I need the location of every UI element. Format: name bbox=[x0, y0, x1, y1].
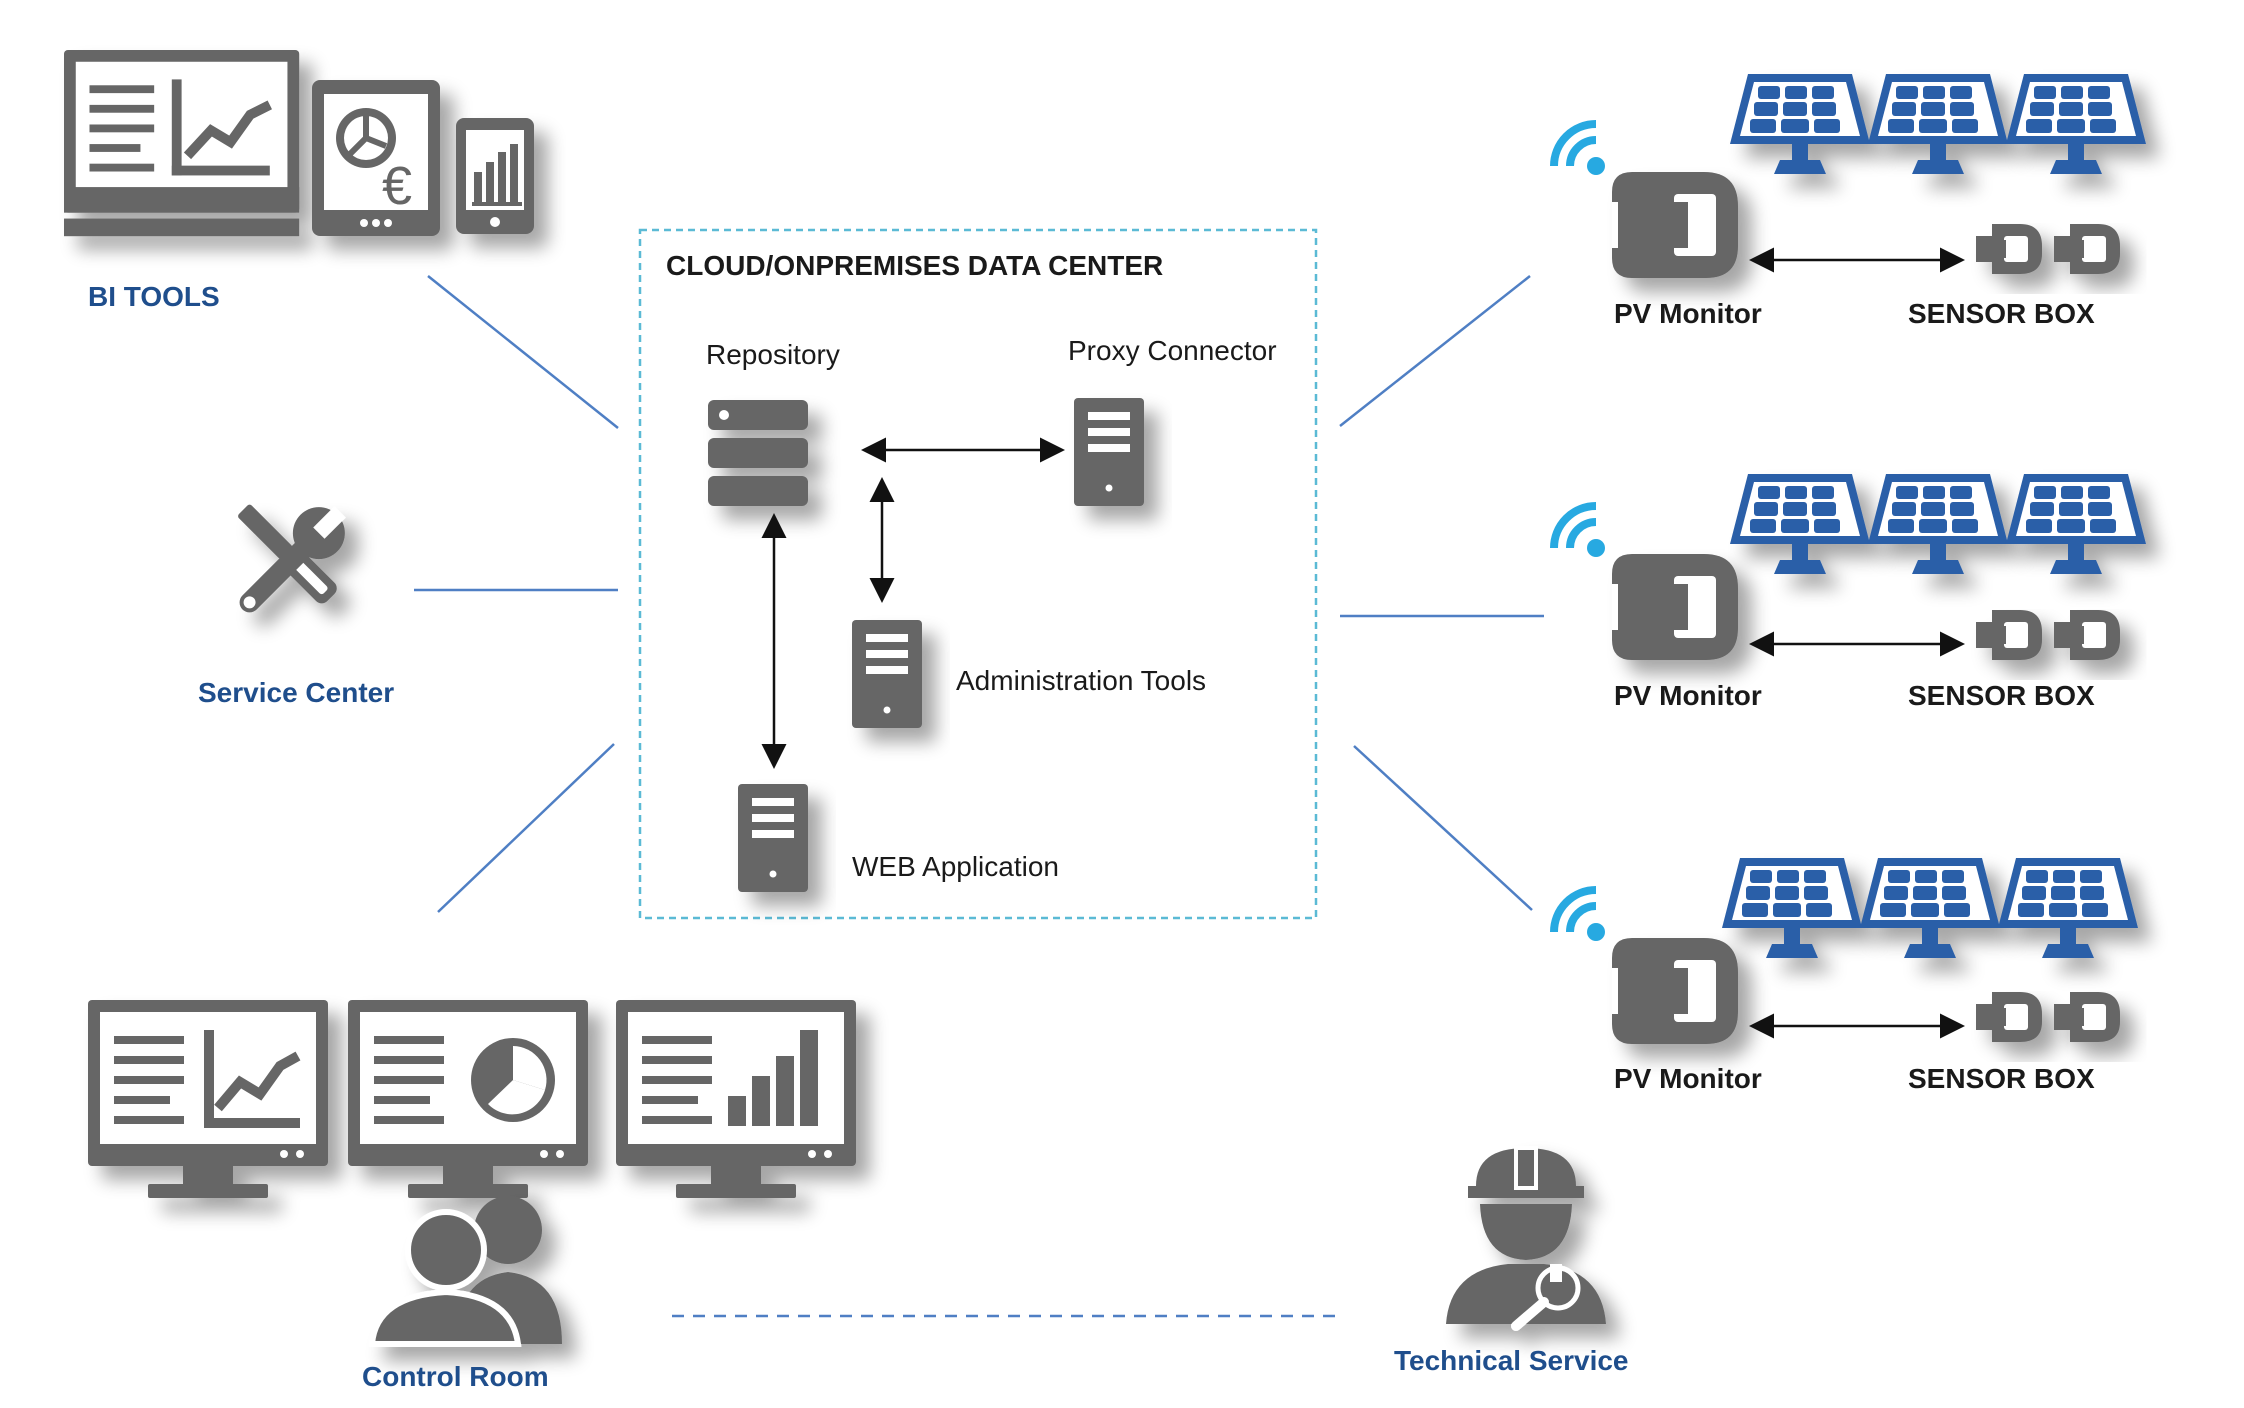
technical-service-label: Technical Service bbox=[1394, 1345, 1629, 1376]
solar-panel-icon bbox=[1730, 474, 1870, 574]
users-icon bbox=[368, 1196, 562, 1347]
technical-service-group: Technical Service bbox=[1394, 1146, 1629, 1376]
solar-panel-icon bbox=[1868, 474, 2008, 574]
web-server-icon bbox=[738, 784, 808, 892]
solar-panel-icon bbox=[1722, 858, 1862, 958]
svg-text:€: € bbox=[382, 156, 412, 216]
sensor-box-icon bbox=[1976, 610, 2042, 660]
service-center-label: Service Center bbox=[198, 677, 394, 708]
solar-panel-icon bbox=[1998, 858, 2138, 958]
sensor-box-icon bbox=[1976, 992, 2042, 1042]
pv-monitor-icon bbox=[1612, 554, 1738, 660]
pv-monitor-label: PV Monitor bbox=[1614, 298, 1762, 329]
tools-icon bbox=[238, 504, 346, 613]
pv-row-1: PV Monitor SENSOR BOX bbox=[1554, 74, 2146, 329]
administration-tools-label: Administration Tools bbox=[956, 665, 1206, 696]
sensor-box-icon bbox=[2054, 224, 2120, 274]
service-center-group: Service Center bbox=[198, 504, 394, 708]
admin-server-icon bbox=[852, 620, 922, 728]
sensor-box-label: SENSOR BOX bbox=[1908, 1063, 2095, 1094]
pv-monitor-icon bbox=[1612, 938, 1738, 1044]
sensor-box-icon bbox=[2054, 610, 2120, 660]
pv-monitor-label: PV Monitor bbox=[1614, 1063, 1762, 1094]
wrench-icon bbox=[1511, 1264, 1581, 1331]
connection-lines bbox=[414, 275, 1544, 913]
data-center-border bbox=[638, 228, 1318, 920]
pv-row-3: PV Monitor SENSOR BOX bbox=[1554, 858, 2138, 1094]
proxy-server-icon bbox=[1074, 398, 1144, 506]
link-pv-3 bbox=[1353, 745, 1533, 911]
bi-tools-group: € BI TOOLS bbox=[64, 50, 534, 312]
solar-panel-icon bbox=[1730, 74, 1870, 174]
monitor-bar-icon bbox=[616, 1000, 856, 1198]
monitor-pie-icon bbox=[348, 1000, 588, 1198]
pv-monitor-icon bbox=[1612, 172, 1738, 278]
sensor-box-label: SENSOR BOX bbox=[1908, 298, 2095, 329]
link-bi-tools bbox=[427, 275, 619, 429]
solar-panel-icon bbox=[1860, 858, 2000, 958]
data-center-box: CLOUD/ONPREMISES DATA CENTER Repository … bbox=[638, 228, 1318, 920]
bi-tools-label: BI TOOLS bbox=[88, 281, 220, 312]
data-center-title: CLOUD/ONPREMISES DATA CENTER bbox=[666, 250, 1163, 281]
link-pv-1 bbox=[1339, 275, 1531, 427]
monitor-chart-icon bbox=[64, 50, 300, 237]
control-room-label: Control Room bbox=[362, 1361, 549, 1392]
wifi-icon bbox=[1554, 890, 1605, 941]
pv-monitor-label: PV Monitor bbox=[1614, 680, 1762, 711]
web-application-label: WEB Application bbox=[852, 851, 1059, 882]
solar-panel-icon bbox=[1868, 74, 2008, 174]
sensor-box-icon bbox=[2054, 992, 2120, 1042]
monitor-chart-icon bbox=[88, 1000, 328, 1198]
server-stack-icon bbox=[708, 400, 808, 506]
repository-label: Repository bbox=[706, 339, 840, 370]
proxy-connector-label: Proxy Connector bbox=[1068, 335, 1277, 366]
phone-bar-icon bbox=[456, 118, 534, 234]
solar-panel-icon bbox=[2006, 74, 2146, 174]
pv-row-2: PV Monitor SENSOR BOX bbox=[1554, 474, 2146, 711]
link-control-room bbox=[437, 743, 615, 913]
sensor-box-label: SENSOR BOX bbox=[1908, 680, 2095, 711]
sensor-box-icon bbox=[1976, 224, 2042, 274]
wifi-icon bbox=[1554, 506, 1605, 557]
solar-panel-icon bbox=[2006, 474, 2146, 574]
wifi-icon bbox=[1554, 124, 1605, 175]
technician-icon bbox=[1446, 1146, 1606, 1331]
control-room-group: Control Room bbox=[88, 1000, 856, 1392]
tablet-pie-euro-icon: € bbox=[312, 80, 440, 236]
